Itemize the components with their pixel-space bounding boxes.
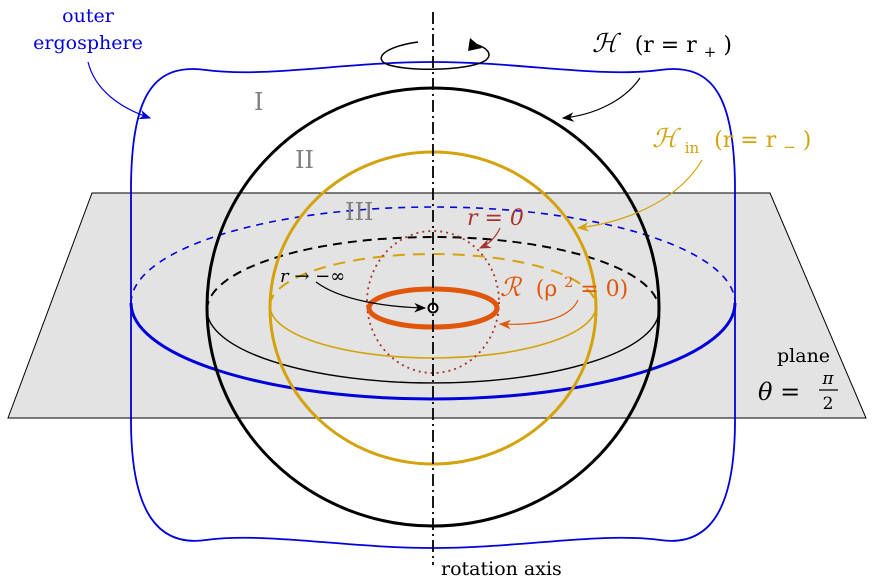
inner-horizon-label: ℋ in (r = r − ): [652, 124, 811, 159]
horizon-equator-back: [206, 236, 660, 311]
region-iii-label: III: [345, 198, 373, 226]
r-zero-label: r = 0: [467, 206, 524, 231]
region-i-label: I: [254, 88, 263, 116]
ring-arrow: [498, 299, 579, 330]
region-ii-label: II: [295, 146, 314, 174]
horizon-label: ℋ (r = r + ): [592, 29, 732, 63]
r-minus-infinity-label: r → −∞: [280, 266, 345, 287]
rotation-axis-label: rotation axis: [441, 558, 562, 579]
plane-pi-label: π: [821, 369, 834, 389]
r-zero-arrow: [478, 227, 501, 249]
plane-two-label: 2: [823, 394, 834, 414]
horizon-equator-front: [206, 309, 660, 384]
plane-theta-label: θ =: [758, 378, 800, 406]
ergosphere-label-line1: outer: [62, 5, 115, 27]
ergosphere-label-line2: ergosphere: [33, 32, 143, 54]
inner-horizon-equator-front: [269, 305, 597, 359]
rotation-arrowhead: [468, 38, 482, 51]
inner-horizon-arrow: [576, 159, 703, 232]
plane-label: plane: [777, 345, 830, 367]
ergosphere-arrow: [87, 61, 152, 120]
rotation-arrow-icon: [380, 41, 490, 71]
ergosphere-equator-front: [129, 302, 737, 401]
horizon-arrow: [561, 77, 641, 122]
ring-singularity-label: ℛ (ρ 2 = 0): [500, 268, 628, 303]
r-zero-surface: [366, 230, 500, 374]
r-minus-infinity-arrow: [315, 281, 427, 313]
